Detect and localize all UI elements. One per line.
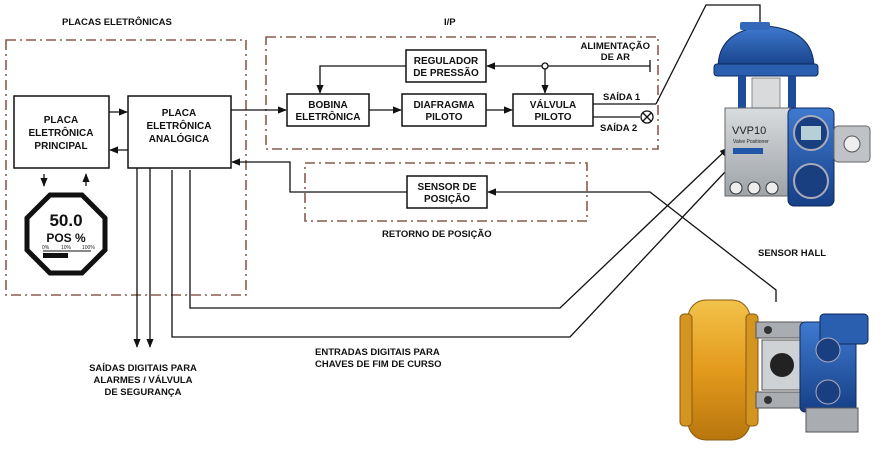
svg-text:ELETRÔNICA: ELETRÔNICA bbox=[29, 126, 94, 139]
arrow-regulador-to-bobina bbox=[316, 65, 406, 94]
svg-text:DE PRESSÃO: DE PRESSÃO bbox=[413, 66, 479, 79]
block-diafragma-piloto: DIAFRAGMA PILOTO bbox=[401, 93, 487, 127]
ip-title: I/P bbox=[444, 17, 456, 28]
svg-text:ANALÓGICA: ANALÓGICA bbox=[149, 132, 210, 145]
region-retorno-posicao: RETORNO DE POSIÇÃO bbox=[304, 162, 588, 240]
label-saidas-1: SAÍDAS DIGITAIS PARA bbox=[89, 363, 197, 374]
label-sensor-hall: SENSOR HALL bbox=[758, 248, 826, 259]
label-alimentacao-2: DE AR bbox=[601, 52, 630, 63]
placas-title: PLACAS ELETRÔNICAS bbox=[62, 16, 172, 28]
supply-junction bbox=[541, 62, 549, 70]
retorno-title: RETORNO DE POSIÇÃO bbox=[382, 229, 492, 240]
display-bar bbox=[43, 253, 68, 258]
svg-text:PLACA: PLACA bbox=[162, 108, 196, 119]
display-value: 50.0 bbox=[49, 211, 82, 230]
rotary-actuator-illustration bbox=[679, 299, 869, 441]
display-scale-10: 10% bbox=[61, 245, 72, 251]
region-placas-eletronicas: PLACAS ELETRÔNICAS bbox=[5, 16, 247, 296]
svg-text:BOBINA: BOBINA bbox=[308, 100, 347, 111]
label-entradas-1: ENTRADAS DIGITAIS PARA bbox=[315, 347, 440, 358]
connectors bbox=[40, 4, 777, 348]
block-placa-principal: PLACA ELETRÔNICA PRINCIPAL bbox=[13, 95, 110, 169]
label-saida2: SAÍDA 2 bbox=[600, 123, 637, 134]
svg-text:PILOTO: PILOTO bbox=[534, 112, 571, 123]
arrow-hall-to-sensor bbox=[487, 188, 777, 302]
display-unit: POS % bbox=[46, 231, 86, 245]
region-ip: I/P bbox=[265, 17, 659, 150]
label-saidas-2: ALARMES / VÁLVULA bbox=[93, 375, 192, 386]
valve-positioner-illustration: VVP10 Valve Positioner bbox=[713, 22, 871, 207]
position-display: 50.0 POS % 0% 10% 100% bbox=[24, 192, 108, 276]
block-bobina-eletronica: BOBINA ELETRÔNICA bbox=[286, 93, 370, 127]
label-saidas-3: DE SEGURANÇA bbox=[104, 387, 181, 398]
arrow-sensor-to-analogica bbox=[231, 158, 407, 193]
label-entradas-2: CHAVES DE FIM DE CURSO bbox=[315, 359, 442, 370]
display-scale-0: 0% bbox=[42, 245, 50, 251]
svg-text:PRINCIPAL: PRINCIPAL bbox=[34, 141, 87, 152]
line-positioner-to-analogica-1 bbox=[189, 147, 729, 309]
svg-text:PILOTO: PILOTO bbox=[425, 112, 462, 123]
line-positioner-to-analogica-2 bbox=[171, 155, 741, 338]
device-model: VVP10 bbox=[732, 125, 766, 137]
label-saida1: SAÍDA 1 bbox=[603, 92, 641, 103]
svg-text:ELETRÔNICA: ELETRÔNICA bbox=[147, 119, 212, 132]
svg-text:SENSOR DE: SENSOR DE bbox=[418, 182, 477, 193]
svg-text:VÁLVULA: VÁLVULA bbox=[530, 98, 576, 111]
display-scale-100: 100% bbox=[82, 245, 95, 251]
block-placa-analogica: PLACA ELETRÔNICA ANALÓGICA bbox=[127, 95, 232, 169]
svg-text:POSIÇÃO: POSIÇÃO bbox=[424, 192, 470, 205]
svg-text:REGULADOR: REGULADOR bbox=[414, 56, 479, 67]
saida1-to-positioner bbox=[655, 4, 761, 105]
svg-text:ELETRÔNICA: ELETRÔNICA bbox=[296, 110, 361, 123]
svg-text:DIAFRAGMA: DIAFRAGMA bbox=[413, 100, 474, 111]
block-regulador-pressao: REGULADOR DE PRESSÃO bbox=[405, 49, 487, 83]
svg-text:PLACA: PLACA bbox=[44, 115, 78, 126]
block-valvula-piloto: VÁLVULA PILOTO bbox=[512, 93, 594, 127]
label-alimentacao-1: ALIMENTAÇÃO bbox=[581, 41, 650, 52]
block-sensor-posicao: SENSOR DE POSIÇÃO bbox=[406, 175, 488, 209]
device-subtitle: Valve Positioner bbox=[733, 139, 769, 145]
